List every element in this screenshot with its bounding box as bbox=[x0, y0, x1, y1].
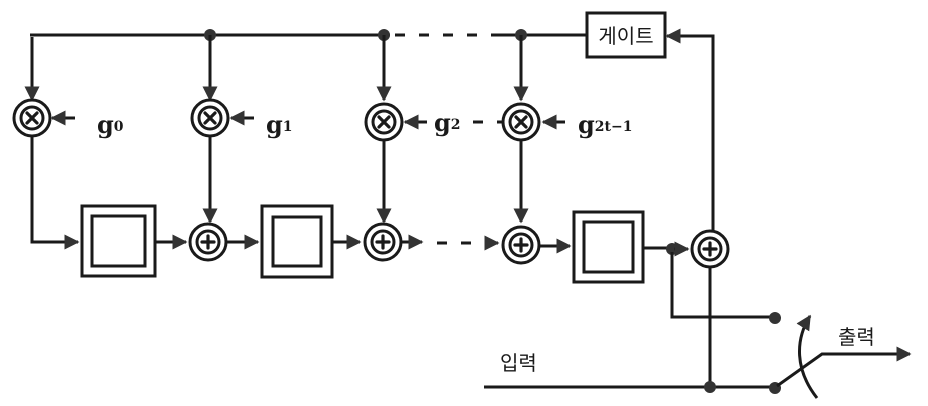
junction-dot bbox=[704, 381, 716, 393]
plus-icon bbox=[375, 234, 391, 250]
coefficient-label: g1 bbox=[266, 110, 293, 139]
coefficient-label: g2 bbox=[434, 108, 461, 137]
output-label: 출력 bbox=[838, 325, 875, 349]
multiplier-g2t-1: g2t−1 bbox=[501, 102, 632, 142]
input-label: 입력 bbox=[500, 351, 537, 375]
multiplier-g1: g1 bbox=[190, 98, 293, 139]
register-stage-last bbox=[572, 210, 645, 284]
plus-icon bbox=[200, 234, 216, 250]
multiplier-g2: g2 bbox=[364, 102, 503, 142]
multiply-icon bbox=[377, 115, 391, 129]
multiply-icon bbox=[203, 111, 217, 125]
feedback-bus bbox=[24, 29, 588, 102]
output-adder bbox=[643, 229, 730, 269]
plus-icon bbox=[702, 241, 718, 257]
switch-contact bbox=[769, 312, 781, 324]
adder-2 bbox=[332, 222, 500, 262]
gate-block: 게이트 bbox=[585, 11, 715, 245]
output-switch bbox=[484, 252, 912, 399]
multiply-icon bbox=[514, 115, 528, 129]
coefficient-label: g2t−1 bbox=[578, 110, 632, 139]
multiplier-outputs bbox=[30, 137, 529, 250]
multiplier-g0: g0 bbox=[12, 98, 124, 139]
adder-3 bbox=[501, 225, 572, 265]
plus-icon bbox=[513, 237, 529, 253]
gate-label: 게이트 bbox=[598, 24, 653, 48]
coefficient-label: g0 bbox=[97, 110, 124, 139]
register-stage-1 bbox=[80, 204, 157, 278]
adder-1 bbox=[155, 222, 260, 262]
register-stage-2 bbox=[260, 204, 334, 279]
multiply-icon bbox=[25, 111, 39, 125]
